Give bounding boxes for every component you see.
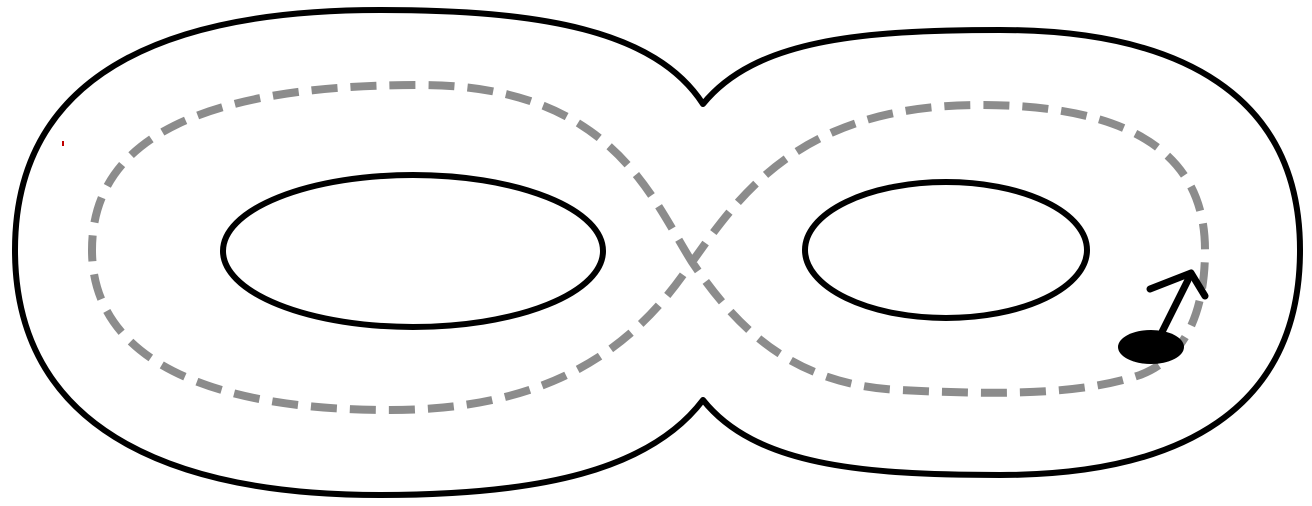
red-speck	[62, 141, 64, 146]
moving-point-dot	[1118, 330, 1184, 364]
